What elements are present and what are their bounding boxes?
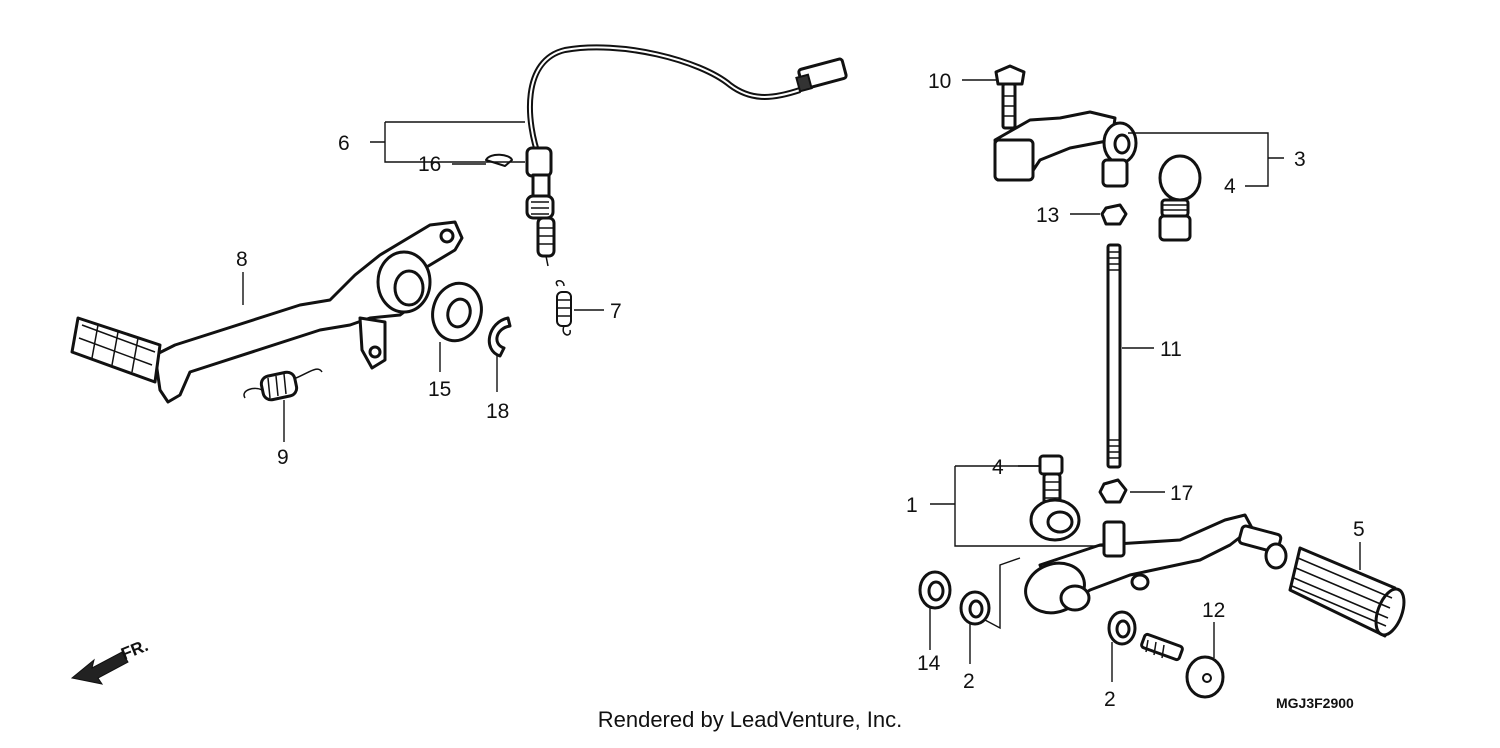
return-spring xyxy=(243,368,323,402)
callout-3: 3 xyxy=(1294,148,1306,171)
callout-labels: 6 16 7 8 9 15 18 10 3 4 13 11 4 17 1 5 1… xyxy=(236,70,1365,711)
leader-lines xyxy=(242,79,1361,682)
pivot-bolt xyxy=(1140,632,1225,699)
ball-joint-lower xyxy=(1029,454,1081,542)
gearshift-pedal xyxy=(1024,513,1288,615)
nut-13 xyxy=(1100,203,1128,226)
callout-9: 9 xyxy=(277,446,289,469)
switch-spring xyxy=(555,280,572,336)
callout-14: 14 xyxy=(917,652,941,675)
front-marker-label: FR. xyxy=(118,636,151,664)
washer-2-right xyxy=(1107,610,1137,646)
callout-10: 10 xyxy=(928,70,951,93)
front-direction-marker: FR. xyxy=(70,636,151,685)
shift-arm-upper xyxy=(993,110,1138,188)
callout-8: 8 xyxy=(236,248,248,271)
callout-4-upper: 4 xyxy=(1224,175,1236,198)
washer-2-left xyxy=(959,590,991,626)
callout-1: 1 xyxy=(906,494,918,517)
shift-rubber xyxy=(1288,546,1406,638)
wire-clip xyxy=(485,153,513,167)
front-arrow-icon xyxy=(70,651,129,685)
callout-5: 5 xyxy=(1353,518,1365,541)
bolt-10 xyxy=(994,64,1026,130)
callout-13: 13 xyxy=(1036,204,1059,227)
stop-switch xyxy=(525,44,848,267)
part-code: MGJ3F2900 xyxy=(1276,695,1354,711)
snap-ring xyxy=(487,316,512,358)
callout-17: 17 xyxy=(1170,482,1193,505)
callout-18: 18 xyxy=(486,400,509,423)
callout-11: 11 xyxy=(1160,338,1182,361)
tie-rod xyxy=(1106,243,1122,469)
callout-15: 15 xyxy=(428,378,451,401)
callout-2-left: 2 xyxy=(963,670,975,693)
callout-4-lower: 4 xyxy=(992,456,1004,479)
washer-15 xyxy=(431,281,483,343)
brake-pedal-arm xyxy=(70,220,464,404)
nut-17 xyxy=(1098,478,1128,504)
callout-7: 7 xyxy=(610,300,622,323)
washer-14 xyxy=(918,570,952,610)
callout-12: 12 xyxy=(1202,599,1225,622)
callout-16: 16 xyxy=(418,153,441,176)
callout-2-right: 2 xyxy=(1104,688,1116,711)
render-credit: Rendered by LeadVenture, Inc. xyxy=(597,707,903,732)
callout-6: 6 xyxy=(338,132,350,155)
ball-joint-upper xyxy=(1158,154,1202,242)
